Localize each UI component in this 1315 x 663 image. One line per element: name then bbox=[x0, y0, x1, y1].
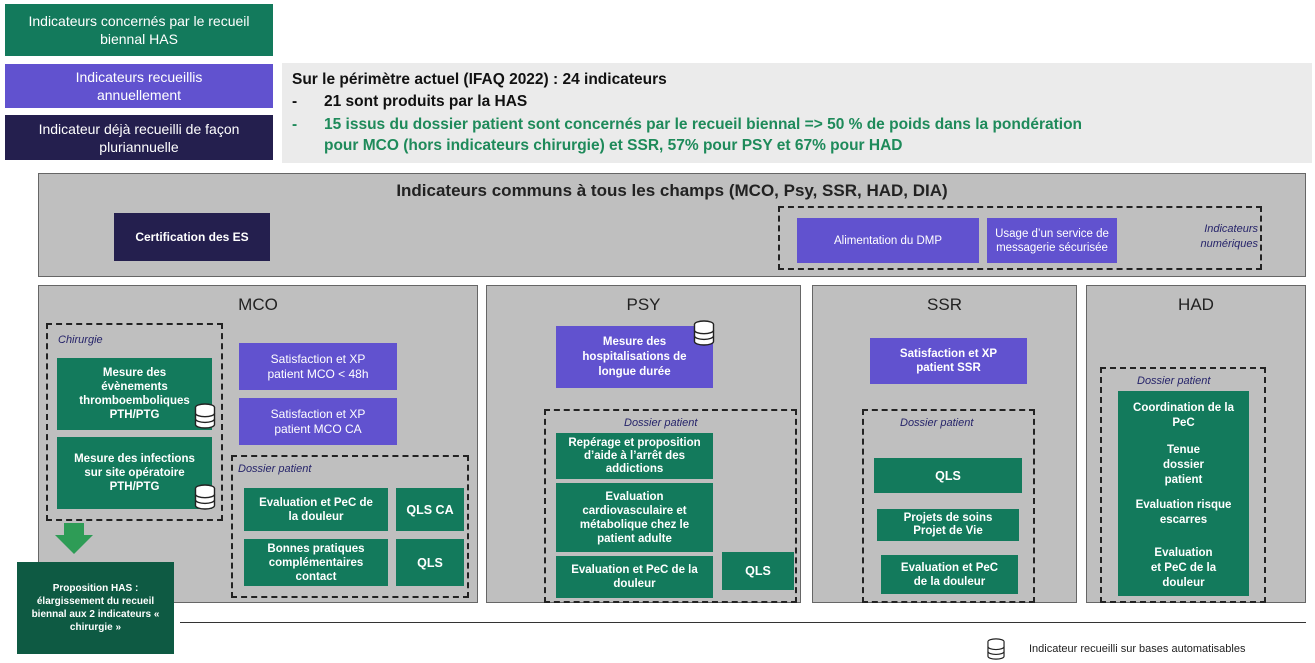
escarres-text-box: Evaluation risque escarres bbox=[1118, 496, 1249, 530]
legend-biennal: Indicateurs concernés par le recueil bie… bbox=[5, 4, 273, 56]
psy-title: PSY bbox=[626, 295, 661, 314]
mco-dossier-label: Dossier patient bbox=[238, 463, 312, 475]
mco-qls-text: QLS bbox=[417, 555, 443, 570]
bonnes-pratiques-text: Bonnes pratiques complémentaires contact bbox=[267, 542, 365, 583]
info-bullet1: 21 sont produits par la HAS bbox=[324, 93, 528, 110]
qls-ca-text: QLS CA bbox=[406, 502, 454, 517]
mco-title: MCO bbox=[238, 295, 278, 314]
messaging-box: Usage d’un service de messagerie sécuris… bbox=[987, 218, 1117, 263]
reperage-text: Repérage et proposition d’aide à l’arrêt… bbox=[568, 436, 701, 475]
down-arrow-icon bbox=[55, 523, 93, 554]
database-icon bbox=[194, 403, 216, 429]
mesure-hospi-box: Mesure des hospitalisations de longue du… bbox=[556, 326, 713, 388]
ssr-dossier-group bbox=[862, 409, 1035, 603]
psy-qls-text: QLS bbox=[745, 564, 771, 578]
legend-biennal-text: Indicateurs concernés par le recueil bie… bbox=[28, 13, 250, 47]
mesure-hospi-text: Mesure des hospitalisations de longue du… bbox=[582, 335, 687, 378]
ssr-qls-box: QLS bbox=[874, 458, 1022, 493]
coordination-text-box: Coordination de la PeC bbox=[1118, 399, 1249, 433]
psy-dossier-group bbox=[544, 409, 797, 603]
psy-qls-box: QLS bbox=[722, 552, 794, 590]
certification-box: Certification des ES bbox=[114, 213, 270, 261]
qls-ca-box: QLS CA bbox=[396, 488, 464, 531]
database-icon bbox=[194, 484, 216, 510]
legend-multi: Indicateur déjà recueilli de façon pluri… bbox=[5, 115, 273, 160]
info-heading: Sur le périmètre actuel (IFAQ 2022) : 24… bbox=[292, 71, 667, 88]
mco-qls-box: QLS bbox=[396, 539, 464, 586]
messaging-text: Usage d’un service de messagerie sécuris… bbox=[995, 227, 1109, 254]
dmp-text: Alimentation du DMP bbox=[833, 234, 943, 247]
footer-divider bbox=[180, 622, 1306, 623]
legend-annual-text: Indicateurs recueillis annuellement bbox=[75, 69, 203, 103]
tenue-text: Tenue dossier patient bbox=[1163, 443, 1204, 486]
info-bullet2-dash: - bbox=[292, 116, 298, 133]
ssr-satisfaction-text: Satisfaction et XP patient SSR bbox=[899, 348, 998, 374]
mco-douleur-text: Evaluation et PeC de la douleur bbox=[259, 496, 373, 523]
chirurgie-group bbox=[46, 323, 223, 521]
had-douleur-text-box: Evaluation et PeC de la douleur bbox=[1118, 543, 1249, 593]
psy-douleur-box: Evaluation et PeC de la douleur bbox=[556, 556, 713, 598]
numeric-group bbox=[778, 206, 1262, 270]
coordination-text: Coordination de la PeC bbox=[1133, 402, 1234, 429]
mesure-thrombo-box: Mesure des évènements thromboemboliques … bbox=[57, 358, 212, 430]
dmp-box: Alimentation du DMP bbox=[797, 218, 979, 263]
projets-box: Projets de soins Projet de Vie bbox=[877, 509, 1019, 541]
info-box bbox=[282, 63, 1312, 163]
evaluation-cardio-box: Evaluation cardiovasculaire et métaboliq… bbox=[556, 483, 713, 552]
had-dossier-box bbox=[1118, 391, 1249, 596]
projets-text: Projets de soins Projet de Vie bbox=[903, 512, 993, 537]
database-icon bbox=[986, 638, 1006, 660]
info-bullet2-line2: pour MCO (hors indicateurs chirurgie) et… bbox=[324, 137, 903, 154]
proposition-text: Proposition HAS : élargissement du recue… bbox=[31, 583, 160, 633]
ssr-title: SSR bbox=[927, 295, 962, 314]
footer-legend-text: Indicateur recueilli sur bases automatis… bbox=[1029, 643, 1246, 655]
satisfaction-48h-text: Satisfaction et XP patient MCO < 48h bbox=[267, 351, 369, 381]
had-title: HAD bbox=[1178, 295, 1214, 314]
evaluation-cardio-text: Evaluation cardiovasculaire et métaboliq… bbox=[579, 490, 690, 545]
info-bullet1-dash: - bbox=[292, 93, 298, 110]
legend-multi-text: Indicateur déjà recueilli de façon pluri… bbox=[38, 120, 240, 155]
info-bullet2-line1: 15 issus du dossier patient sont concern… bbox=[324, 116, 1083, 133]
ssr-qls-text: QLS bbox=[935, 468, 961, 483]
had-dossier-label: Dossier patient bbox=[1137, 375, 1211, 387]
escarres-text: Evaluation risque escarres bbox=[1135, 499, 1232, 526]
ssr-douleur-text: Evaluation et PeC de la douleur bbox=[900, 561, 999, 588]
reperage-box: Repérage et proposition d’aide à l’arrêt… bbox=[556, 433, 713, 479]
chirurgie-label: Chirurgie bbox=[58, 334, 103, 346]
mesure-thrombo-text: Mesure des évènements thromboemboliques … bbox=[79, 367, 190, 421]
bonnes-pratiques-box: Bonnes pratiques complémentaires contact bbox=[244, 539, 388, 586]
numeric-label: Indicateurs numériques bbox=[1200, 223, 1258, 250]
mco-dossier-group bbox=[231, 455, 469, 598]
proposition-box: Proposition HAS : élargissement du recue… bbox=[17, 562, 174, 654]
ssr-satisfaction-box: Satisfaction et XP patient SSR bbox=[870, 338, 1027, 384]
ssr-dossier-label: Dossier patient bbox=[900, 417, 974, 429]
had-douleur-text: Evaluation et PeC de la douleur bbox=[1150, 546, 1217, 589]
common-title: Indicateurs communs à tous les champs (M… bbox=[396, 181, 948, 200]
psy-dossier-label: Dossier patient bbox=[624, 417, 698, 429]
certification-text: Certification des ES bbox=[135, 230, 249, 244]
mesure-infections-text: Mesure des infections sur site opératoir… bbox=[74, 453, 195, 493]
mco-douleur-box: Evaluation et PeC de la douleur bbox=[244, 488, 388, 531]
mesure-infections-box: Mesure des infections sur site opératoir… bbox=[57, 437, 212, 509]
database-icon bbox=[693, 320, 715, 346]
had-dossier-group bbox=[1100, 367, 1266, 603]
satisfaction-ca-box: Satisfaction et XP patient MCO CA bbox=[239, 398, 397, 445]
tenue-text-box: Tenue dossier patient bbox=[1118, 444, 1249, 486]
satisfaction-48h-box: Satisfaction et XP patient MCO < 48h bbox=[239, 343, 397, 390]
legend-annual: Indicateurs recueillis annuellement bbox=[5, 64, 273, 108]
satisfaction-ca-text: Satisfaction et XP patient MCO CA bbox=[270, 406, 366, 436]
psy-douleur-text: Evaluation et PeC de la douleur bbox=[571, 564, 698, 590]
ssr-douleur-box: Evaluation et PeC de la douleur bbox=[881, 555, 1018, 594]
